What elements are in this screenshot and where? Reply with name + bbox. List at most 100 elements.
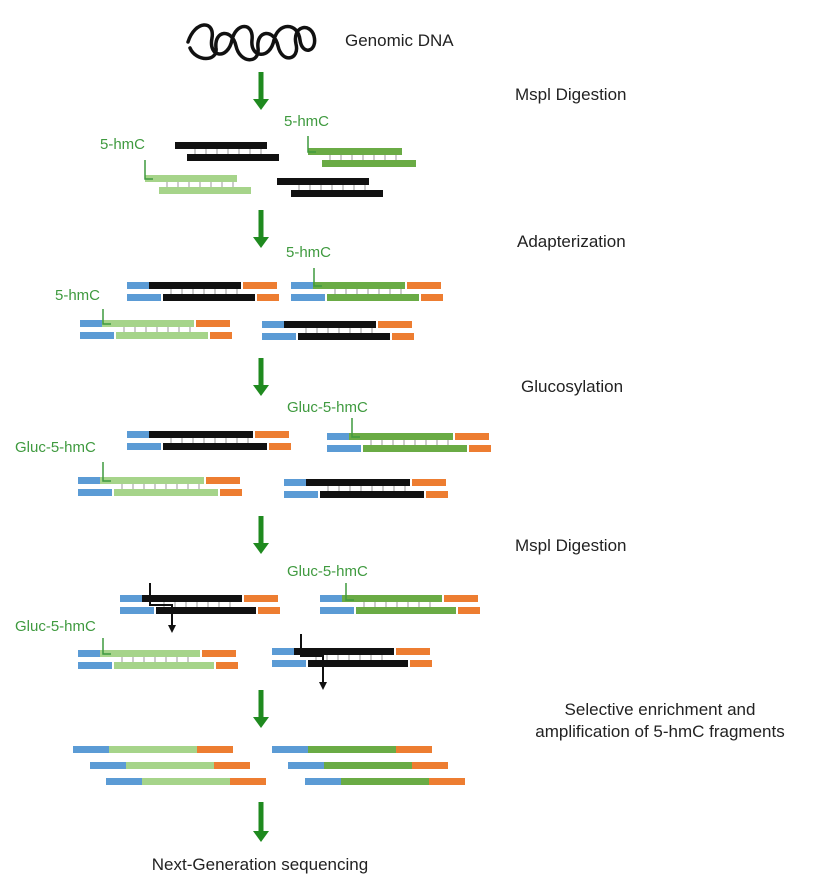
cut-green-duplex-orange-adapter — [444, 595, 478, 602]
down-arrow-icon — [253, 237, 269, 248]
gluc-black-duplex-blue-adapter — [127, 431, 149, 438]
gluc-hmc-label: Gluc-5-hmC — [287, 399, 368, 416]
down-arrow-icon — [253, 831, 269, 842]
hmc-marker-line — [102, 638, 111, 655]
gluc-black-duplex-blue-adapter — [284, 479, 306, 486]
cut-black-duplex-orange-adapter — [410, 660, 432, 667]
black-duplex-bottom-strand — [291, 190, 383, 197]
enriched-light-green-fragment-blue-adapter — [106, 778, 142, 785]
gluc-green-duplex-orange-adapter — [455, 433, 489, 440]
cut-light-green-duplex-blue-adapter — [78, 650, 100, 657]
down-arrow-icon — [253, 717, 269, 728]
hmc-marker-line — [307, 136, 316, 153]
gluc-green-duplex-bottom-strand — [363, 445, 467, 452]
gluc-green-duplex-top-strand — [349, 433, 453, 440]
adapter-light-green-duplex-blue-adapter — [80, 332, 114, 339]
gluc-black-duplex-orange-adapter — [269, 443, 291, 450]
adapter-light-green-duplex-orange-adapter — [196, 320, 230, 327]
enriched-light-green-fragment-orange-adapter — [197, 746, 233, 753]
cut-black-duplex-orange-adapter — [258, 607, 280, 614]
hmc-label: 5-hmC — [286, 244, 332, 261]
gluc-hmc-label: Gluc-5-hmC — [15, 439, 96, 456]
cut-green-duplex-blue-adapter — [320, 607, 354, 614]
step-mspl-digestion-1: Mspl Digestion — [515, 85, 627, 104]
gluc-black-duplex-orange-adapter — [255, 431, 289, 438]
adapter-black-duplex-orange-adapter — [243, 282, 277, 289]
gluc-black-duplex-orange-adapter — [426, 491, 448, 498]
adapter-black-duplex-blue-adapter — [262, 321, 284, 328]
adapter-green-duplex-top-strand — [313, 282, 405, 289]
gluc-light-green-duplex-bottom-strand — [114, 489, 218, 496]
step-adapterization: Adapterization — [517, 232, 626, 251]
adapter-green-duplex-bottom-strand — [327, 294, 419, 301]
adapter-black-duplex-top-strand — [284, 321, 376, 328]
hmc-marker-line — [102, 309, 111, 325]
light-green-duplex-top-strand — [145, 175, 237, 182]
enriched-light-green-fragment-orange-adapter — [214, 762, 250, 769]
adapter-light-green-duplex-top-strand — [102, 320, 194, 327]
gluc-black-duplex-blue-adapter — [127, 443, 161, 450]
enriched-green-fragment-insert — [308, 746, 396, 753]
adapter-black-duplex-blue-adapter — [127, 294, 161, 301]
gluc-black-duplex-orange-adapter — [412, 479, 446, 486]
adapter-black-duplex-orange-adapter — [392, 333, 414, 340]
adapter-black-duplex-top-strand — [149, 282, 241, 289]
step-genomic-dna: Genomic DNA — [345, 31, 454, 50]
gluc-hmc-label: Gluc-5-hmC — [15, 618, 96, 635]
adapter-black-duplex-blue-adapter — [127, 282, 149, 289]
dark-green-duplex-top-strand — [308, 148, 402, 155]
gluc-green-duplex-blue-adapter — [327, 445, 361, 452]
step-mspl-digestion-2: Mspl Digestion — [515, 536, 627, 555]
dna-coil-icon — [186, 23, 317, 62]
cut-light-green-duplex-orange-adapter — [216, 662, 238, 669]
adapter-green-duplex-orange-adapter — [407, 282, 441, 289]
gluc-black-duplex-top-strand — [306, 479, 410, 486]
cut-arrow-icon — [319, 682, 327, 690]
hmc-marker-line — [102, 462, 111, 482]
step-selective-enrichment: Selective enrichment and — [564, 700, 756, 719]
adapter-light-green-duplex-orange-adapter — [210, 332, 232, 339]
gluc-green-duplex-orange-adapter — [469, 445, 491, 452]
black-duplex-top-strand — [175, 142, 267, 149]
black-duplex-top-strand — [277, 178, 369, 185]
adapter-green-duplex-orange-adapter — [421, 294, 443, 301]
enriched-green-fragment-blue-adapter — [288, 762, 324, 769]
gluc-black-duplex-bottom-strand — [163, 443, 267, 450]
step-next-gen-sequencing: Next-Generation sequencing — [151, 855, 369, 874]
gluc-light-green-duplex-blue-adapter — [78, 477, 100, 484]
adapter-black-duplex-bottom-strand — [163, 294, 255, 301]
cut-black-duplex-top-strand — [142, 595, 242, 602]
gluc-black-duplex-blue-adapter — [284, 491, 318, 498]
cut-black-duplex-blue-adapter — [272, 660, 306, 667]
adapter-black-duplex-orange-adapter — [257, 294, 279, 301]
hmc-marker-line — [351, 418, 360, 438]
cut-arrow-icon — [300, 634, 324, 684]
hmc-marker-line — [144, 160, 153, 180]
hmc-label: 5-hmC — [284, 113, 330, 130]
cut-black-duplex-orange-adapter — [244, 595, 278, 602]
cut-arrow-icon — [168, 625, 176, 633]
adapter-green-duplex-blue-adapter — [291, 282, 313, 289]
enriched-green-fragment-insert — [324, 762, 412, 769]
cut-light-green-duplex-top-strand — [100, 650, 200, 657]
gluc-light-green-duplex-orange-adapter — [206, 477, 240, 484]
dark-green-duplex-bottom-strand — [322, 160, 416, 167]
cut-green-duplex-top-strand — [342, 595, 442, 602]
gluc-light-green-duplex-blue-adapter — [78, 489, 112, 496]
enriched-green-fragment-insert — [341, 778, 429, 785]
gluc-black-duplex-bottom-strand — [320, 491, 424, 498]
adapter-black-duplex-bottom-strand — [298, 333, 390, 340]
black-duplex-bottom-strand — [187, 154, 279, 161]
cut-black-duplex-bottom-strand — [156, 607, 256, 614]
enriched-light-green-fragment-insert — [109, 746, 197, 753]
enriched-green-fragment-blue-adapter — [272, 746, 308, 753]
gluc-hmc-label: Gluc-5-hmC — [287, 563, 368, 580]
cut-green-duplex-orange-adapter — [458, 607, 480, 614]
gluc-light-green-duplex-top-strand — [100, 477, 204, 484]
gluc-green-duplex-blue-adapter — [327, 433, 349, 440]
adapter-black-duplex-orange-adapter — [378, 321, 412, 328]
enriched-light-green-fragment-blue-adapter — [73, 746, 109, 753]
enriched-light-green-fragment-insert — [142, 778, 230, 785]
